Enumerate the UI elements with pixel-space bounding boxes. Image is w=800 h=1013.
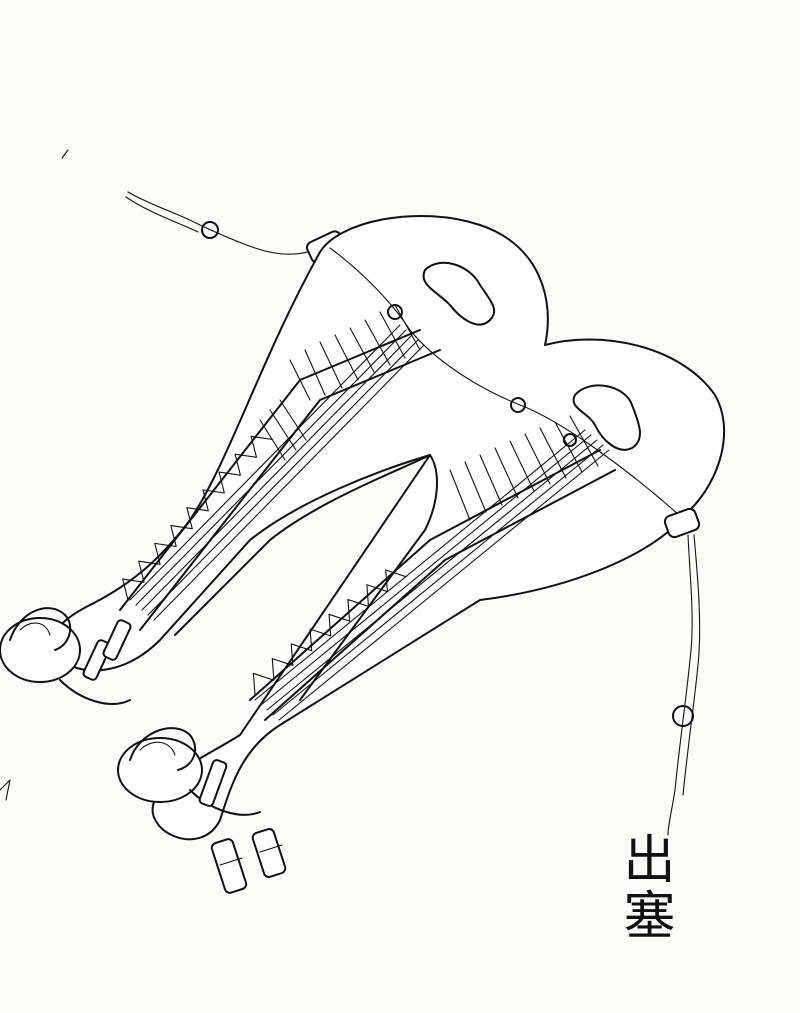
cord-knot-top [201,221,219,239]
top-cord [329,247,691,526]
left-harp-frame [119,261,496,631]
left-harp-bars [259,304,421,461]
cord-knot-mid-2 [510,397,526,413]
hanging-cord-top [125,191,346,264]
caption-text: 出塞 [614,832,674,944]
tassel-ornament-lower [117,727,261,816]
cord-knot-mid-3 [563,433,577,447]
stray-mark-2 [0,779,11,801]
hanging-cord-right [663,507,701,836]
right-harp-frame [249,384,641,721]
stray-mark-1 [61,149,69,159]
instrument-body [50,215,726,841]
left-harp-strings [129,324,425,621]
cord-knot-mid-1 [387,304,403,320]
right-harp-head-ornament [572,384,641,451]
right-harp-strings [254,429,610,721]
tuning-pegs [210,828,287,894]
cord-knot-right [672,705,694,727]
left-harp-head-ornament [422,261,496,326]
cord-clasp-right [663,507,701,539]
tassel-ornament-left [0,607,132,705]
